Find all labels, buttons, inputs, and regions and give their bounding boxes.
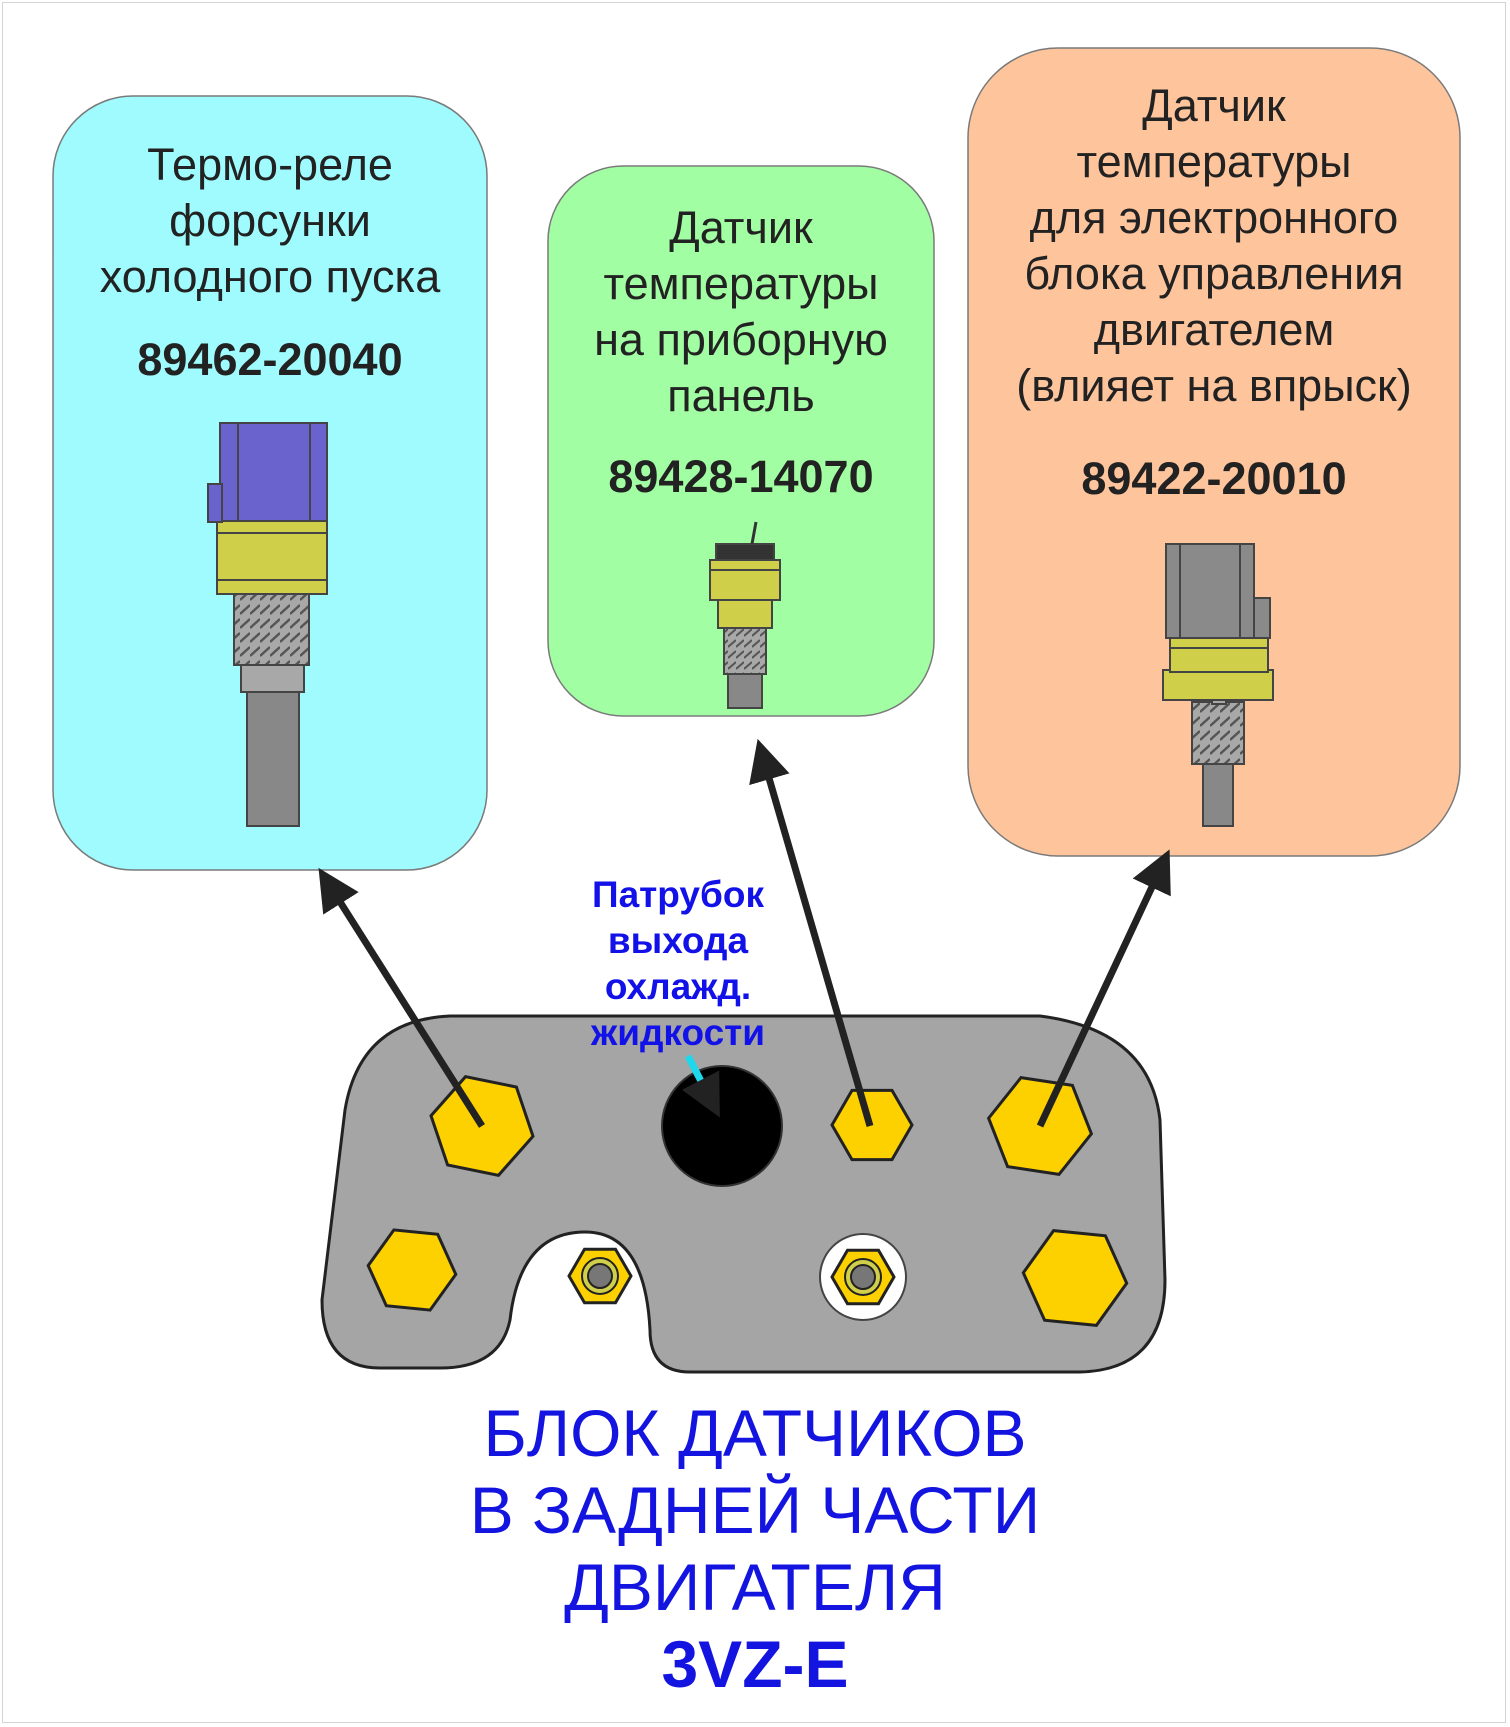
outlet-label-line: выхода xyxy=(607,920,749,961)
description-line: Датчик xyxy=(669,202,813,253)
arrow-to-cold-start-relay xyxy=(318,867,485,1128)
description-line: для электронного xyxy=(1029,192,1399,243)
diagram-title: БЛОК ДАТЧИКОВ В ЗАДНЕЙ ЧАСТИ ДВИГАТЕЛЯ 3… xyxy=(255,1395,1255,1703)
sensor-block-body xyxy=(320,1014,1167,1374)
description-line: (влияет на впрыск) xyxy=(1016,360,1412,411)
description-line: температуры xyxy=(603,258,879,309)
thermo-relay-sensor-icon xyxy=(207,422,328,827)
stud-core xyxy=(850,1264,876,1290)
outlet-label-line: охлажд. xyxy=(604,966,752,1007)
description-line: Датчик xyxy=(1142,80,1286,131)
outlet-label-line: жидкости xyxy=(590,1012,766,1053)
card-cold-start-relay-description: Термо-реле форсунки холодного пуска xyxy=(53,137,487,305)
coolant-outlet-hole xyxy=(661,1065,783,1187)
card-ecu-temp-sensor xyxy=(967,47,1461,857)
description-line: двигателем xyxy=(1093,304,1335,355)
description-line: форсунки xyxy=(169,195,371,246)
part-number-cold-start-relay: 89462-20040 xyxy=(137,334,403,385)
outlet-label-line: Патрубок xyxy=(592,874,764,915)
card-dash-temp-sensor-description: Датчик температуры на приборную панель xyxy=(548,200,934,424)
mounting-bolt xyxy=(366,1228,458,1312)
card-dash-temp-sensor xyxy=(547,165,935,717)
description-line: холодного пуска xyxy=(99,251,441,302)
arrow-to-ecu-temp-sensor xyxy=(1036,849,1171,1128)
description-line: панель xyxy=(667,370,815,421)
part-number-dash-temp-sensor: 89428-14070 xyxy=(608,451,874,502)
stud-core xyxy=(587,1263,613,1289)
arrow-to-dash-temp-sensor xyxy=(749,738,874,1127)
engine-model: 3VZ-E xyxy=(661,1627,849,1701)
description-line: температуры xyxy=(1076,136,1352,187)
coolant-outlet-label: Патрубок выхода охлажд. жидкости xyxy=(548,872,808,1056)
part-number-ecu-temp-sensor: 89422-20010 xyxy=(1081,453,1347,504)
arrow-to-outlet xyxy=(681,1054,720,1118)
title-line: БЛОК ДАТЧИКОВ xyxy=(483,1396,1027,1470)
gauge-temp-sender-icon xyxy=(709,521,781,709)
card-ecu-temp-sensor-description: Датчик температуры для электронного блок… xyxy=(968,78,1460,414)
ecu-coolant-sensor-icon xyxy=(1162,543,1274,827)
title-line: ДВИГАТЕЛЯ xyxy=(564,1550,946,1624)
description-line: блока управления xyxy=(1024,248,1404,299)
description-line: на приборную xyxy=(594,314,888,365)
description-line: Термо-реле xyxy=(147,139,393,190)
title-line: В ЗАДНЕЙ ЧАСТИ xyxy=(469,1473,1041,1547)
mounting-bolt xyxy=(1021,1229,1129,1327)
